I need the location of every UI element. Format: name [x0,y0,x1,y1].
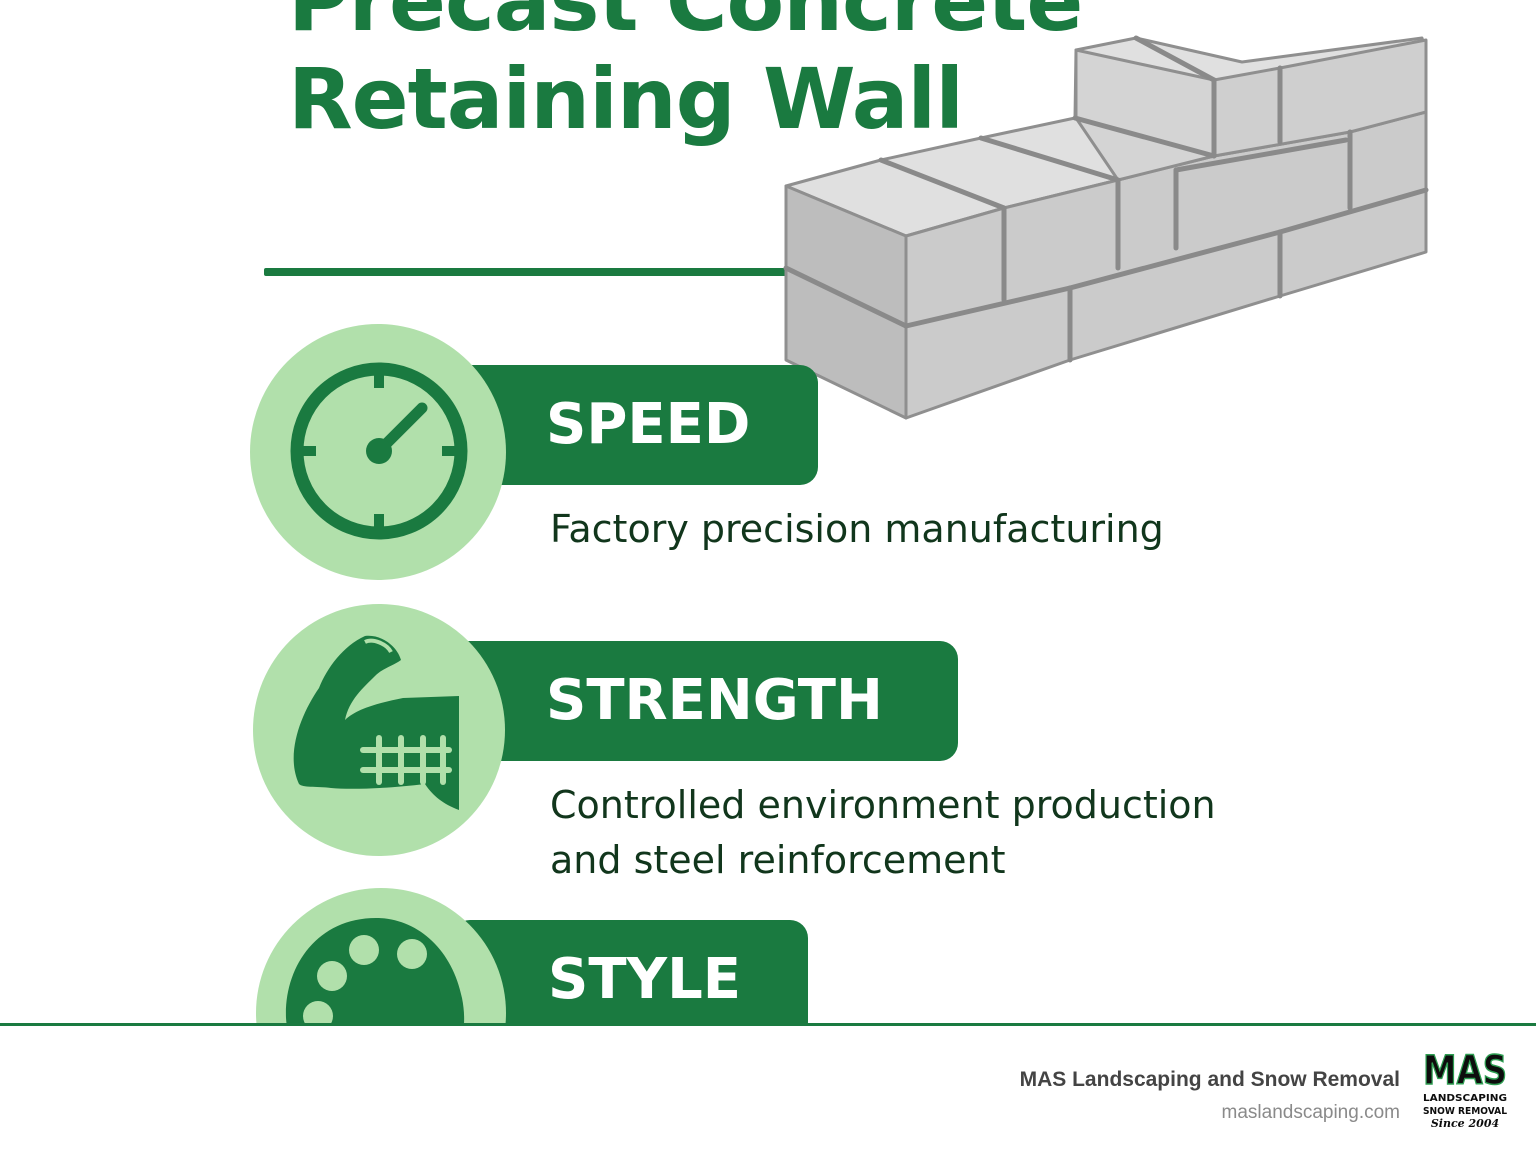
title-underline [264,268,824,276]
feature-label-badge: STYLE [452,920,808,1025]
footer: MAS Landscaping and Snow Removal masland… [0,1023,1536,1154]
feature-description-line: and steel reinforcement [550,838,1006,882]
logo-text-since: Since 2004 [1431,1117,1499,1130]
website-link[interactable]: maslandscaping.com [1221,1102,1400,1123]
infographic: Precast Concrete Retaining Wall [250,0,1429,1025]
company-name: MAS Landscaping and Snow Removal [1019,1068,1400,1091]
title-line-2: Retaining Wall [288,50,964,148]
feature-description: Factory precision manufacturing [550,502,1164,557]
feature-description-line: Controlled environment production [550,783,1216,827]
company-logo: MAS LANDSCAPING SNOW REMOVAL Since 2004 [1422,1048,1508,1130]
feature-icon-circle [250,324,506,580]
logo-text-landscaping: LANDSCAPING [1423,1093,1507,1104]
concrete-block-wall-illustration [783,35,1429,420]
feature-label-badge: SPEED [450,365,818,485]
feature-label-badge: STRENGTH [450,641,958,761]
feature-icon-circle [256,888,506,1025]
feature-icon-circle [253,604,505,856]
logo-text-mas: MAS [1423,1048,1507,1094]
title-line-1: Precast Concrete [288,0,1083,50]
feature-description-line: Factory precision manufacturing [550,507,1164,551]
page-title: Precast Concrete Retaining Wall [288,0,1083,148]
flexed-arm-rebar-icon [293,635,459,810]
feature-description: Controlled environment production and st… [550,778,1216,888]
logo-text-snow-removal: SNOW REMOVAL [1423,1106,1508,1117]
paint-palette-icon [285,918,465,1025]
stopwatch-icon [290,362,468,540]
